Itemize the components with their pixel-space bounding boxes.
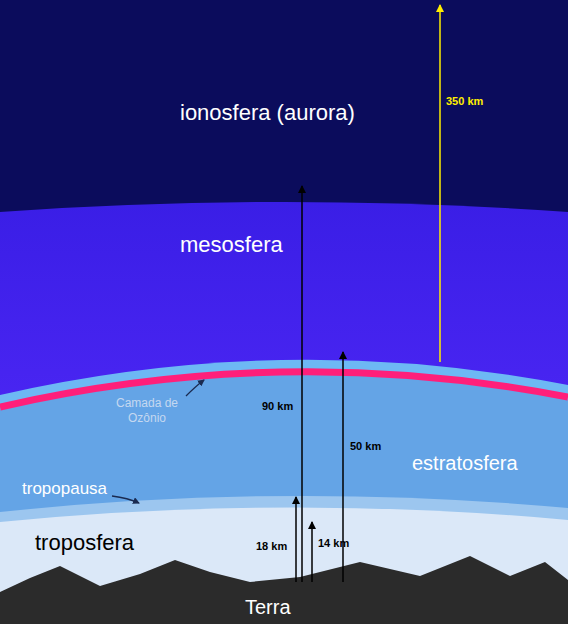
upper-stratosphere-band bbox=[0, 360, 568, 624]
layer-name: mesosfera bbox=[180, 232, 283, 257]
altitude-label: 90 km bbox=[262, 400, 293, 414]
tropopause-band bbox=[0, 496, 568, 624]
earth-terrain bbox=[0, 556, 568, 624]
altitude-label: 18 km bbox=[256, 540, 287, 554]
layer-name: estratosfera bbox=[412, 452, 518, 475]
altitude-label: 350 km bbox=[446, 95, 483, 109]
atmosphere-layer: estratosfera bbox=[412, 452, 518, 475]
atmosphere-layer: troposfera bbox=[35, 530, 134, 555]
ozone-label: Camada de Ozônio bbox=[112, 396, 182, 426]
leader-line bbox=[112, 496, 139, 503]
altitude-arrow bbox=[301, 186, 303, 582]
atmosphere-layer: mesosfera bbox=[180, 232, 283, 257]
altitude-label: 14 km bbox=[318, 537, 349, 551]
layer-name: troposfera bbox=[35, 530, 134, 555]
mesosphere-band bbox=[0, 202, 568, 624]
altitude-label: 50 km bbox=[350, 440, 381, 454]
troposphere-band bbox=[0, 507, 568, 624]
altitude-arrow bbox=[311, 522, 313, 582]
stratosphere-band bbox=[0, 375, 568, 624]
leader-line bbox=[186, 380, 204, 396]
atmosphere-layer: ionosfera (aurora) bbox=[180, 100, 355, 125]
altitude-arrow bbox=[295, 497, 297, 582]
altitude-arrow bbox=[439, 5, 441, 362]
ground-name: Terra bbox=[245, 596, 291, 619]
tropopause-label: tropopausa bbox=[22, 478, 107, 499]
atmosphere-layer: Terra bbox=[245, 596, 291, 619]
layer-name: ionosfera (aurora) bbox=[180, 100, 355, 125]
